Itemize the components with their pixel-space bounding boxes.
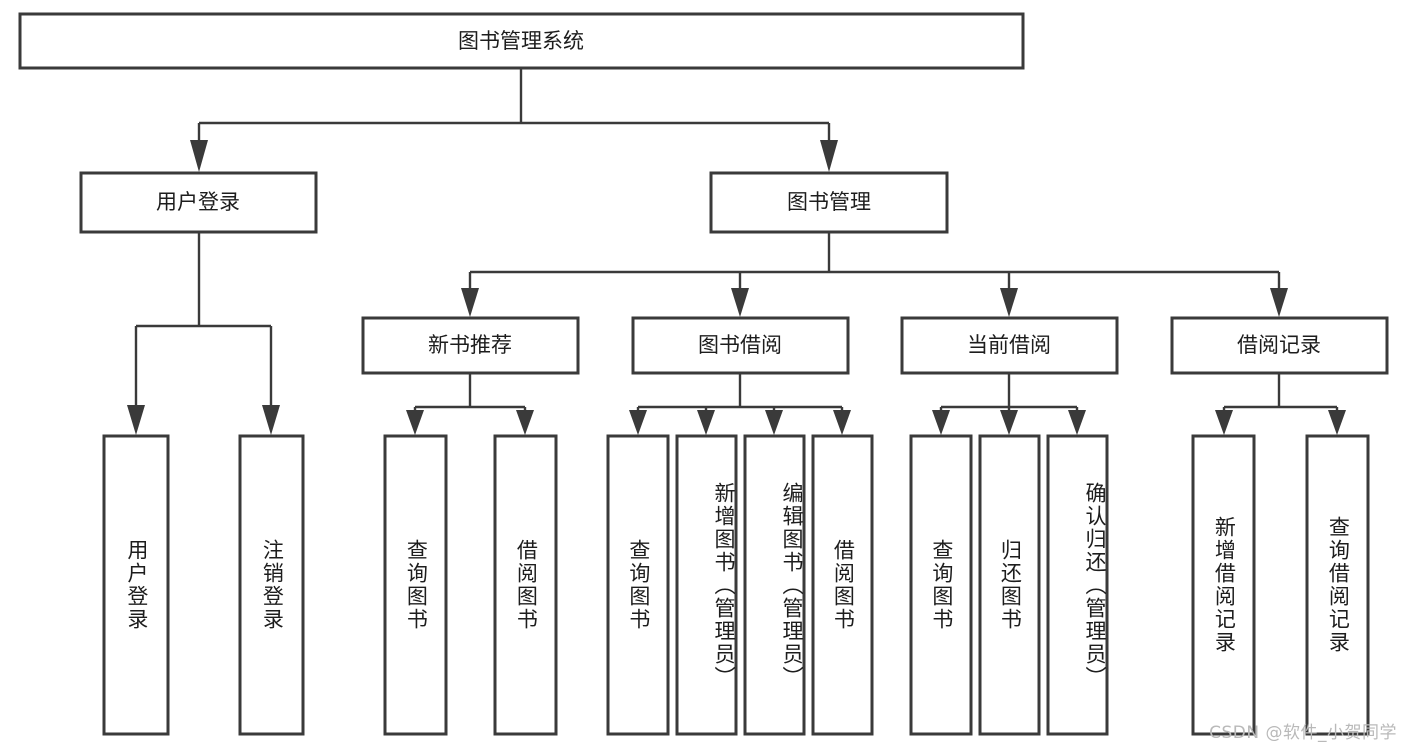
node-leaf-query-book-3-rect[interactable] — [909, 434, 973, 736]
node-leaf-logout-login-label: 注销登录 — [260, 539, 285, 631]
arrowhead-leaf-query-book-2 — [629, 410, 647, 435]
connector-group-new-book-recommend — [406, 373, 534, 435]
connector-group-root — [190, 68, 838, 172]
connector-group-user-login — [127, 232, 280, 435]
node-new-book-recommend-rect[interactable] — [361, 316, 580, 375]
node-borrow-record-rect[interactable] — [1170, 316, 1389, 375]
arrowhead-user-login — [190, 140, 208, 172]
node-leaf-query-book-1-label: 查询图书 — [404, 539, 429, 631]
node-leaf-query-record-rect[interactable] — [1305, 434, 1370, 736]
node-current-borrow-label: 当前借阅 — [967, 333, 1051, 357]
node-leaf-add-book-rect[interactable] — [675, 434, 738, 736]
node-leaf-query-book-1-rect[interactable] — [383, 434, 448, 736]
arrowhead-leaf-borrow-book-1 — [516, 410, 534, 435]
node-leaf-query-record-label: 查询借阅记录 — [1326, 516, 1351, 654]
node-leaf-edit-book-label: 编辑图书（管理员） — [780, 481, 804, 689]
arrowhead-book-manage — [820, 140, 838, 172]
arrowhead-book-borrow — [731, 288, 749, 317]
node-leaf-borrow-book-1-label: 借阅图书 — [514, 539, 539, 631]
node-leaf-add-book-label: 新增图书（管理员） — [712, 481, 736, 689]
arrowhead-leaf-logout-login — [262, 405, 280, 435]
node-user-login-rect[interactable] — [79, 171, 318, 234]
node-user-login-label: 用户登录 — [156, 190, 240, 214]
node-leaf-add-record-label: 新增借阅记录 — [1212, 516, 1237, 654]
node-book-manage-rect[interactable] — [709, 171, 949, 234]
node-leaf-user-login-rect[interactable] — [102, 434, 170, 736]
node-leaf-return-book-rect[interactable] — [978, 434, 1041, 736]
node-new-book-recommend-label: 新书推荐 — [428, 333, 512, 357]
arrowhead-leaf-add-record — [1215, 410, 1233, 435]
node-leaf-logout-login-rect[interactable] — [238, 434, 305, 736]
node-leaf-borrow-book-2-label: 借阅图书 — [831, 539, 856, 631]
node-current-borrow-rect[interactable] — [900, 316, 1119, 375]
arrowhead-leaf-user-login — [127, 405, 145, 435]
arrowhead-leaf-query-book-1 — [406, 410, 424, 435]
node-book-manage-label: 图书管理 — [787, 190, 871, 214]
node-borrow-record[interactable]: 借阅记录 — [1170, 316, 1389, 375]
node-borrow-record-label: 借阅记录 — [1237, 333, 1321, 357]
arrowhead-new-book-recommend — [461, 288, 479, 317]
node-user-login[interactable]: 用户登录 — [79, 171, 318, 234]
arrowhead-leaf-edit-book — [765, 410, 783, 435]
node-leaf-user-login-label: 用户登录 — [124, 539, 149, 631]
connector-group-book-manage — [461, 232, 1288, 317]
connector-group-borrow-record — [1215, 373, 1346, 435]
node-book-borrow-label: 图书借阅 — [698, 333, 782, 357]
node-root-rect[interactable] — [18, 12, 1025, 70]
node-leaf-edit-book-rect[interactable] — [743, 434, 806, 736]
arrowhead-borrow-record — [1270, 288, 1288, 317]
node-current-borrow[interactable]: 当前借阅 — [900, 316, 1119, 375]
node-leaf-return-book-label: 归还图书 — [998, 539, 1023, 631]
node-book-borrow-rect[interactable] — [631, 316, 850, 375]
node-new-book-recommend[interactable]: 新书推荐 — [361, 316, 580, 375]
node-leaf-query-book-3-label: 查询图书 — [929, 539, 954, 631]
node-leaf-borrow-book-2-rect[interactable] — [811, 434, 874, 736]
node-leaf-add-record-rect[interactable] — [1191, 434, 1256, 736]
node-leaf-borrow-book-1-rect[interactable] — [493, 434, 558, 736]
node-leaf-query-book-2-rect[interactable] — [606, 434, 670, 736]
node-book-borrow[interactable]: 图书借阅 — [631, 316, 850, 375]
node-leaf-query-book-2-label: 查询图书 — [626, 539, 651, 631]
arrowhead-leaf-confirm-return — [1068, 410, 1086, 435]
arrowhead-leaf-query-book-3 — [932, 410, 950, 435]
node-leaf-confirm-return-rect[interactable] — [1046, 434, 1109, 736]
node-root[interactable]: 图书管理系统 — [18, 12, 1025, 70]
arrowhead-leaf-query-record — [1328, 410, 1346, 435]
connector-group-book-borrow — [629, 373, 851, 435]
arrowhead-leaf-borrow-book-2 — [833, 410, 851, 435]
csdn-watermark: CSDN @软件_小贺同学 — [1209, 723, 1397, 743]
arrowhead-current-borrow — [1000, 288, 1018, 317]
connector-group-current-borrow — [932, 373, 1086, 435]
node-root-label: 图书管理系统 — [458, 29, 584, 53]
arrowhead-leaf-add-book — [697, 410, 715, 435]
node-book-manage[interactable]: 图书管理 — [709, 171, 949, 234]
arrowhead-leaf-return-book — [1000, 410, 1018, 435]
node-leaf-confirm-return-label: 确认归还（管理员） — [1083, 481, 1107, 689]
